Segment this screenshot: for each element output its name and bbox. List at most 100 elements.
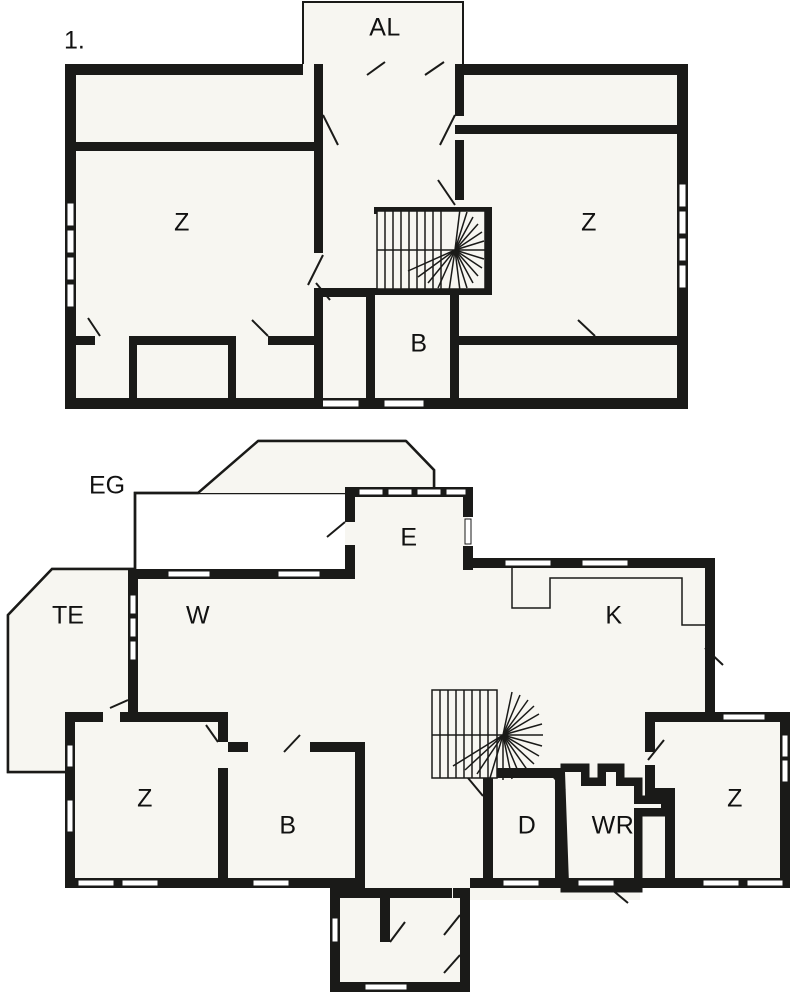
wall-upper-left-room-top <box>65 142 323 151</box>
wall-upper-top-right <box>463 64 688 75</box>
wall-upper-top-left <box>65 64 303 75</box>
staircase-ground <box>431 689 543 780</box>
window-ground-entry-bottom <box>364 983 408 991</box>
window-upper-right-1 <box>678 183 687 208</box>
window-ground-w-top-2 <box>277 570 321 578</box>
room-label-al: AL <box>369 14 401 42</box>
window-upper-bottom-2 <box>383 399 425 408</box>
window-ground-k-2 <box>581 559 629 567</box>
window-upper-right-3 <box>678 237 687 262</box>
room-label-te: TE <box>52 602 84 630</box>
window-ground-zleft-side-1 <box>66 744 74 768</box>
wall-upper-b-left <box>366 288 375 409</box>
window-ground-zright-side-1 <box>781 734 789 758</box>
window-upper-right-2 <box>678 210 687 235</box>
window-ground-w-left-2 <box>129 617 137 638</box>
wall-ground-k-right <box>705 558 715 712</box>
window-ground-e-3 <box>416 488 442 496</box>
wall-ground-wr-outline <box>560 763 670 893</box>
window-ground-zright-bottom-1 <box>702 879 740 887</box>
window-ground-w-left-1 <box>129 594 137 615</box>
wall-ground-entry-divider <box>380 888 390 942</box>
wall-upper-bottom <box>65 398 688 409</box>
wall-ground-zleft-top-b <box>120 712 228 722</box>
staircase-upper <box>376 208 486 292</box>
terrace-fill <box>8 441 434 772</box>
window-upper-bottom-1 <box>318 399 360 408</box>
wall-ground-right-jog <box>705 690 715 712</box>
wall-upper-leftroom-bottom-b <box>132 336 230 345</box>
room-label-ground-z-right: Z <box>727 785 743 813</box>
window-ground-e-2 <box>387 488 413 496</box>
window-upper-left-1 <box>66 202 75 227</box>
wr-interior-fill <box>565 772 661 884</box>
window-upper-left-3 <box>66 256 75 281</box>
balcony-outline <box>302 1 464 67</box>
wall-ground-zright-lshelf <box>645 788 673 798</box>
wall-upper-leftroom-bottom-a <box>76 336 95 345</box>
wall-upper-b-top <box>314 288 374 297</box>
wall-ground-w-top <box>128 569 355 579</box>
window-ground-d-bottom <box>502 879 540 887</box>
room-label-upper-z-left: Z <box>174 209 190 237</box>
wall-ground-d-left <box>483 768 493 888</box>
wall-upper-corridor-right-b <box>455 140 464 200</box>
room-label-e: E <box>400 524 417 552</box>
wall-upper-b-rightstrip <box>450 336 688 345</box>
wall-ground-entry-right <box>460 888 470 992</box>
door-swings-upper <box>87 61 596 337</box>
upper-floor-plan: 1. AL Z Z B <box>64 1 688 409</box>
wall-ground-zright-inner <box>665 788 675 888</box>
wall-upper-b-right <box>450 288 459 409</box>
wall-upper-right-room-top <box>455 125 688 134</box>
window-ground-w-left-3 <box>129 640 137 661</box>
wall-ground-e-right-b <box>463 546 473 570</box>
room-label-ground-d: D <box>518 812 537 840</box>
window-ground-zright-side-2 <box>781 759 789 783</box>
stair-winder-fan-ground <box>452 691 543 780</box>
wall-ground-b-top-b <box>310 742 365 752</box>
wall-ground-e-left-b <box>345 545 355 569</box>
room-label-ground-wr: WR <box>592 812 635 840</box>
wall-ground-e-left-a <box>345 487 355 522</box>
window-ground-e-right <box>464 518 472 545</box>
window-ground-zleft-side-2 <box>66 799 74 833</box>
wall-upper-closet-2 <box>228 336 236 398</box>
wall-upper-closet-1 <box>129 336 137 398</box>
wall-upper-corridor-right-a <box>455 64 464 116</box>
ground-floor-plan: EG TE W E K Z B D WR Z <box>6 439 790 992</box>
window-ground-w-top-1 <box>167 570 211 578</box>
window-ground-entry-side <box>331 917 339 943</box>
window-ground-zleft-bottom-1 <box>77 879 115 887</box>
plan-number-label: 1. <box>64 27 85 55</box>
window-ground-zright-bottom-2 <box>746 879 784 887</box>
window-ground-e-1 <box>358 488 384 496</box>
window-upper-right-4 <box>678 264 687 289</box>
wall-upper-corridor-left-b <box>314 288 323 409</box>
window-upper-left-2 <box>66 229 75 254</box>
room-label-ground-z-left: Z <box>137 785 153 813</box>
wall-ground-zleft-top-a <box>65 712 103 722</box>
window-ground-zleft-bottom-2 <box>121 879 159 887</box>
wall-ground-b-bottom <box>228 878 365 888</box>
wall-upper-stair-right <box>485 207 492 295</box>
wall-ground-bottom-mid <box>453 888 470 898</box>
wall-ground-zleft-right-a <box>218 712 228 742</box>
room-label-upper-b: B <box>410 330 427 358</box>
wall-ground-zright-left-b <box>645 765 655 795</box>
wall-ground-b-door-gap <box>248 742 316 752</box>
window-ground-zright-top <box>722 713 766 721</box>
window-ground-k-1 <box>504 559 552 567</box>
wall-ground-entry-top <box>330 888 452 898</box>
room-label-w: W <box>186 602 210 630</box>
room-label-k: K <box>605 602 622 630</box>
wall-ground-zright-top <box>645 712 790 722</box>
room-label-eg: EG <box>89 472 125 500</box>
room-label-ground-b: B <box>279 812 296 840</box>
terrace-outline-right <box>405 440 436 493</box>
window-upper-left-4 <box>66 283 75 308</box>
wall-ground-d-right <box>555 768 565 888</box>
door-swings-ground <box>109 521 724 974</box>
